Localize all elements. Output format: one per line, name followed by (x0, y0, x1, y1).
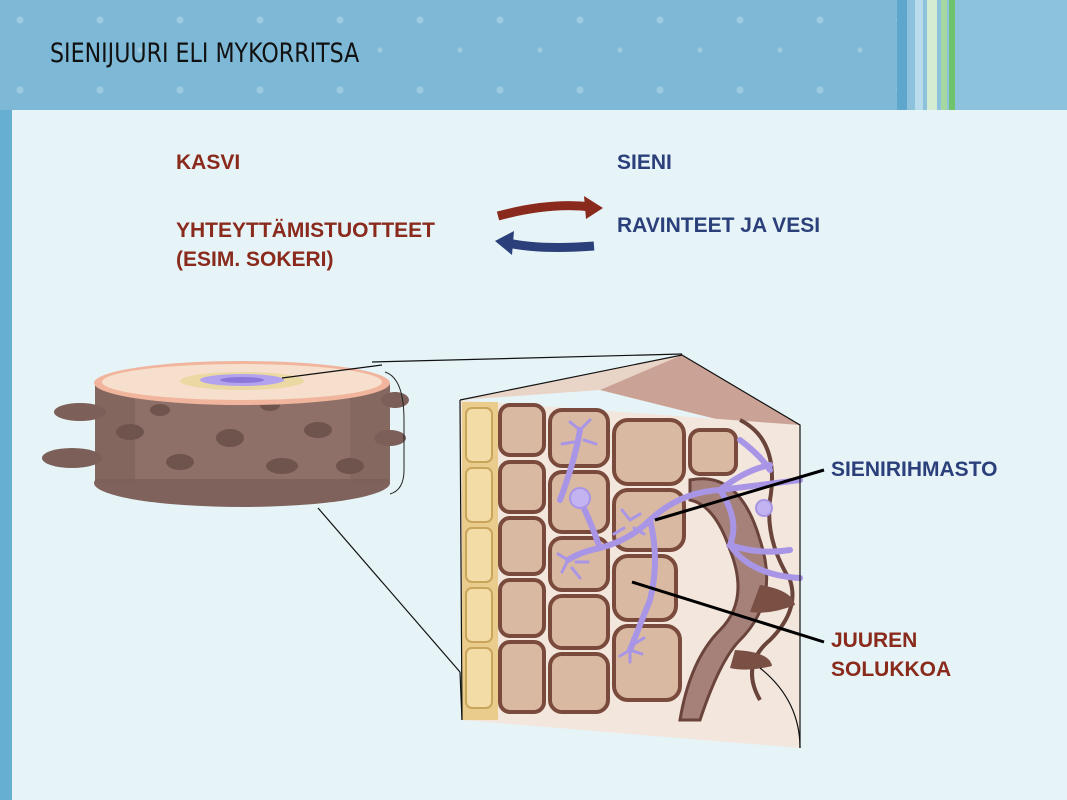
root-cells-leader-line (631, 580, 825, 644)
plant-product-line2: (ESIM. SOKERI) (176, 248, 334, 271)
hyphae-callout: SIENIRIHMASTO (831, 458, 998, 481)
page-title: SIENIJUURI ELI MYKORRITSA (50, 38, 360, 69)
plant-heading: KASVI (176, 151, 241, 174)
magnified-root-tissue (459, 354, 803, 749)
arrow-to-fungus (496, 196, 603, 221)
slide-header (0, 0, 1067, 110)
header-pattern (0, 0, 1067, 110)
fungus-heading: SIENI (617, 151, 672, 174)
header-stripes (897, 0, 1067, 110)
root-cells-callout-line2: SOLUKKOA (831, 658, 952, 681)
left-accent-bar (0, 110, 12, 800)
root-cells-callout-line1: JUUREN (831, 629, 918, 652)
plant-product-line1: YHTEYTTÄMISTUOTTEET (176, 219, 435, 242)
root-cross-section (42, 361, 409, 507)
fungus-product: RAVINTEET JA VESI (617, 214, 821, 237)
arrow-to-plant (495, 231, 595, 255)
hyphae-leader-line (654, 468, 825, 522)
